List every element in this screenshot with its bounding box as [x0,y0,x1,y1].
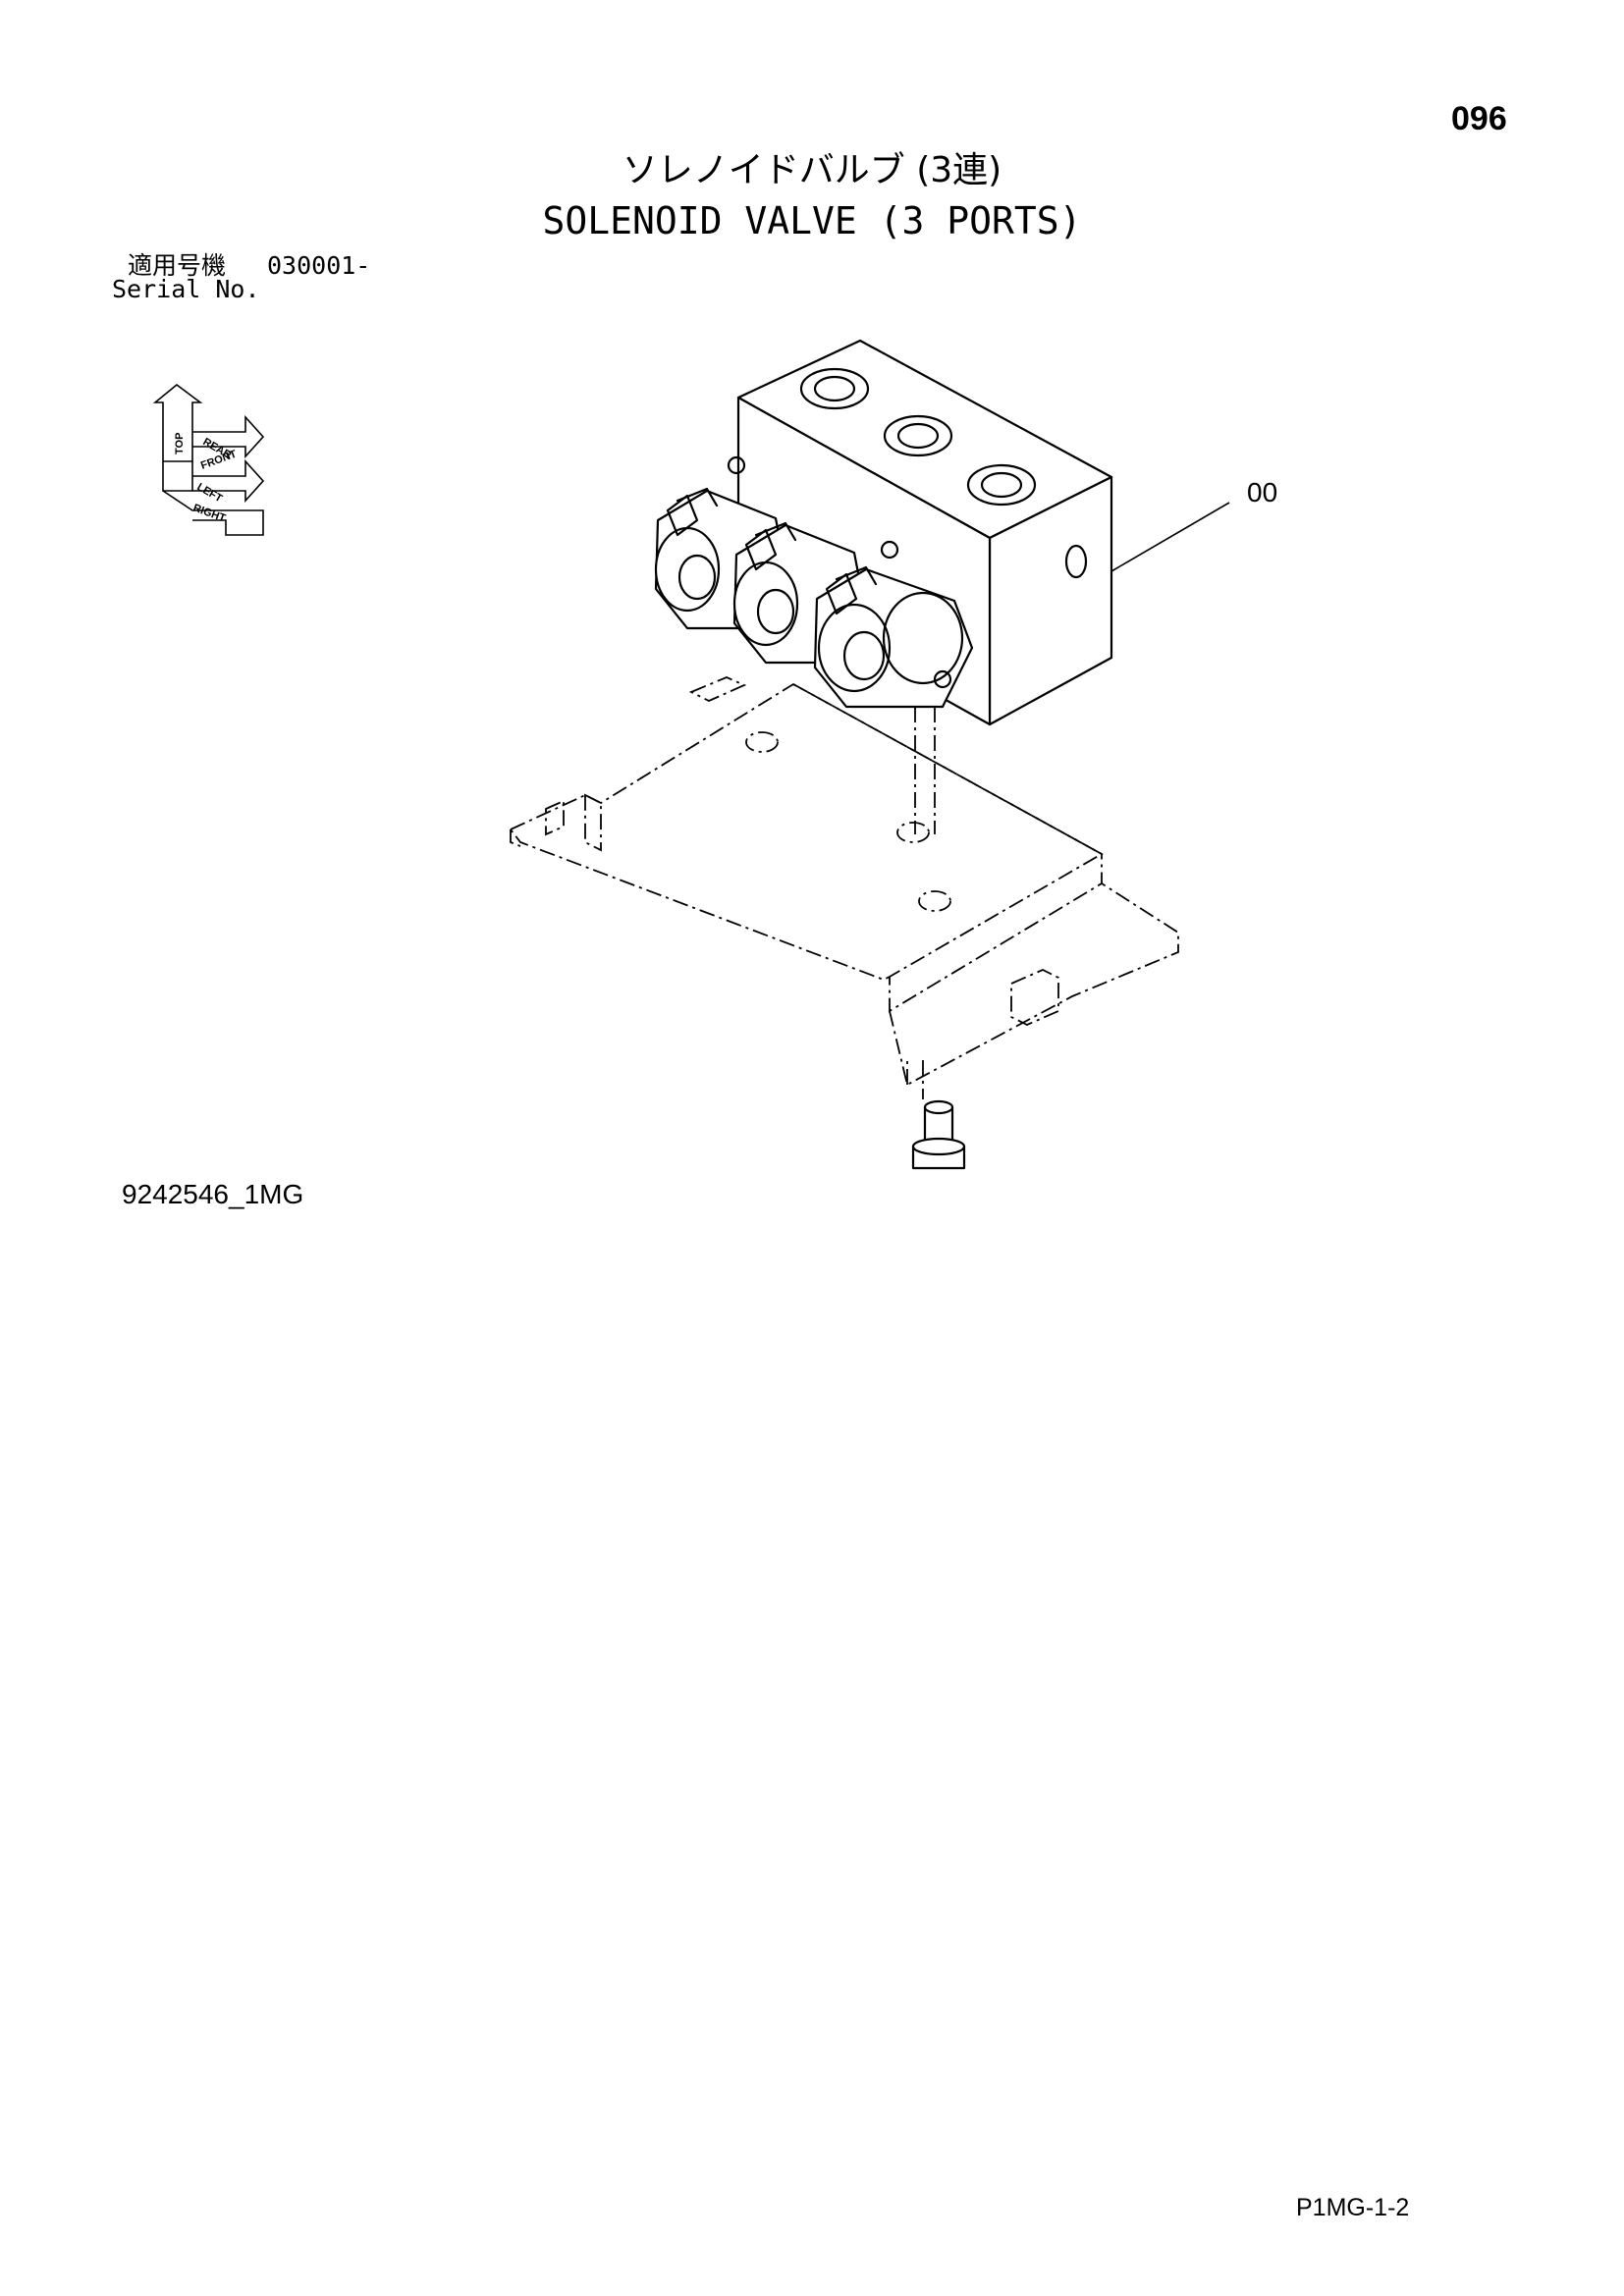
serial-number-value: 030001- [267,251,371,280]
solenoid-coils [654,455,974,709]
page-title-japanese: ソレノイドバルブ (3連) [622,150,1002,190]
orientation-label-right: RIGHT [191,503,228,525]
serial-label-english: Serial No. [112,275,260,303]
orientation-label-left: LEFT [195,481,225,505]
mounting-bracket [509,676,1179,1099]
valve-block [736,339,1113,726]
page-code: P1MG-1-2 [1296,2194,1410,2221]
page-number: 096 [1451,100,1507,137]
callout-leader-line [1110,502,1230,572]
orientation-label-top: TOP [174,433,186,454]
orientation-cube-icon: TOP REAR FRONT LEFT RIGHT [152,383,265,536]
page-title-english: SOLENOID VALVE (3 PORTS) [542,199,1082,242]
part-callout-00: 00 [1247,477,1278,507]
mounting-bolt [911,1099,966,1170]
serial-label-japanese: 適用号機 [128,251,227,280]
illustration-id: 9242546_1MG [122,1179,304,1209]
solenoid-coil-3 [813,565,974,709]
